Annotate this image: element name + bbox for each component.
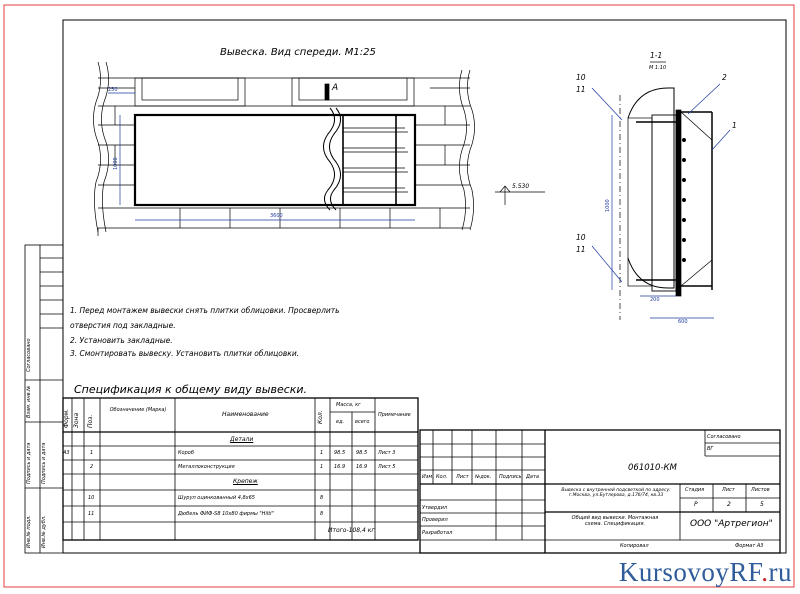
tb-role-approved: Утвердил [422,505,448,511]
section-details: Детали [230,436,254,443]
section-scale: М 1:10 [649,65,667,71]
row1-unit: 98.5 [334,450,346,456]
hdr-pos: Поз. [87,414,94,428]
side-agreed: Согласовано [26,338,32,372]
tb-format: Формат А3 [735,543,764,549]
side-sign-date: Подпись и дата [26,442,32,484]
side-inv-dup: Инв.№ дубл. [41,515,47,548]
tb-code: 061010-КМ [628,463,677,473]
tb-company: ООО "Артрегион" [690,519,773,529]
front-view [93,61,545,236]
tb-stage-label: Стадия [685,487,705,493]
tb-object: Вывеска с внутренней подсветкой по адрес… [561,488,671,498]
section-label: 1-1 [650,51,663,60]
tb-role-checked: Проверил [422,517,448,523]
leader-10-top: 10 [576,73,586,82]
dim-250: 250 [108,87,118,93]
tb-col-sign: Подпись [499,474,522,480]
side-sign-date-2: Подпись и дата [41,442,47,484]
row1-name: Короб [178,450,194,456]
dim-200: 200 [650,297,660,303]
tb-col-izm: Изм. [422,474,434,480]
tb-role-developed: Разработал [422,530,453,536]
note-1b: отверстия под закладные. [70,321,176,330]
row3-pos: 10 [88,495,95,501]
dim-1000: 1000 [113,157,119,170]
row3-name: Шуруп оцинкованный 4,8х65 [178,495,255,501]
dim-3600: 3600 [270,213,283,219]
row2-note: Лист 5 [378,464,396,470]
row1-pos: 1 [90,450,94,456]
hdr-qty: Кол. [317,410,324,424]
hdr-designation: Обозначение (Марка) [109,407,167,413]
view-title: Вывеска. Вид спереди. М1:25 [220,47,376,58]
tb-approved: Согласовано [707,434,741,440]
hdr-mass-unit: ед. [336,419,345,425]
callout-a: А [332,83,339,93]
hdr-mass-total: всего [355,419,370,425]
leader-1: 1 [732,121,737,130]
side-inv-orig: Инв.№ подл. [26,515,32,548]
tb-col-date: Дата [526,474,539,480]
row4-pos: 11 [88,511,95,517]
row1-note: Лист 3 [378,450,396,456]
row1-format: А3 [63,450,70,456]
tb-ref: ВГ [707,446,714,452]
hdr-zone: Зона [73,412,80,428]
tb-sheet-title: Общий вид вывески. Монтажная схема. Спец… [571,515,659,527]
row2-name: Металлоконструкция [178,464,235,470]
note-3: 3. Смонтировать вывеску. Установить плит… [70,349,300,358]
leader-11-top: 11 [576,85,586,94]
tb-col-kol: Кол. [436,474,448,480]
spec-total: Итого-108,4 кг [328,527,375,534]
dim-600: 600 [678,319,688,325]
tb-sheets-label: Листов [751,487,770,493]
hdr-note: Примечание [378,412,411,418]
row4-name: Дюбель ФИФ-S8 10х80 фирмы "Hilti" [178,511,274,517]
row2-qty: 1 [320,464,324,470]
level-mark: 5.530 [512,183,530,190]
dim-1000-right: 1000 [605,199,611,212]
site-watermark-logo: KursovoyRF.ru [618,557,792,587]
tb-sheet: 2 [727,501,731,508]
section-view [591,61,731,320]
tb-sheet-label: Лист [722,487,735,493]
side-replaced: Взам. инв.№ [26,385,32,418]
row2-unit: 16.9 [334,464,346,470]
row1-qty: 1 [320,450,324,456]
tb-copied: Копировал [620,543,649,549]
hdr-format: Форм. [63,408,70,428]
section-fasteners: Крепеж [233,478,258,485]
title-block-grid [419,429,781,554]
row1-total: 98.5 [356,450,368,456]
hdr-mass: Масса, кг [336,402,361,408]
tb-col-doc: №док. [475,474,492,480]
spec-title: Спецификация к общему виду вывески. [74,383,308,396]
note-2: 2. Установить закладные. [70,336,173,345]
leader-10-bottom: 10 [576,233,586,242]
tb-stage: Р [694,501,698,508]
hdr-name: Наименование [222,411,269,418]
note-1: 1. Перед монтажем вывески снять плитки о… [70,306,340,315]
row2-pos: 2 [90,464,94,470]
leader-11-bottom: 11 [576,245,586,254]
leader-2: 2 [722,73,727,82]
row4-qty: 8 [320,511,324,517]
tb-col-list: Лист [456,474,469,480]
row3-qty: 8 [320,495,324,501]
tb-sheets: 5 [760,501,764,508]
row2-total: 16.9 [356,464,368,470]
spec-table-grid [62,397,419,541]
